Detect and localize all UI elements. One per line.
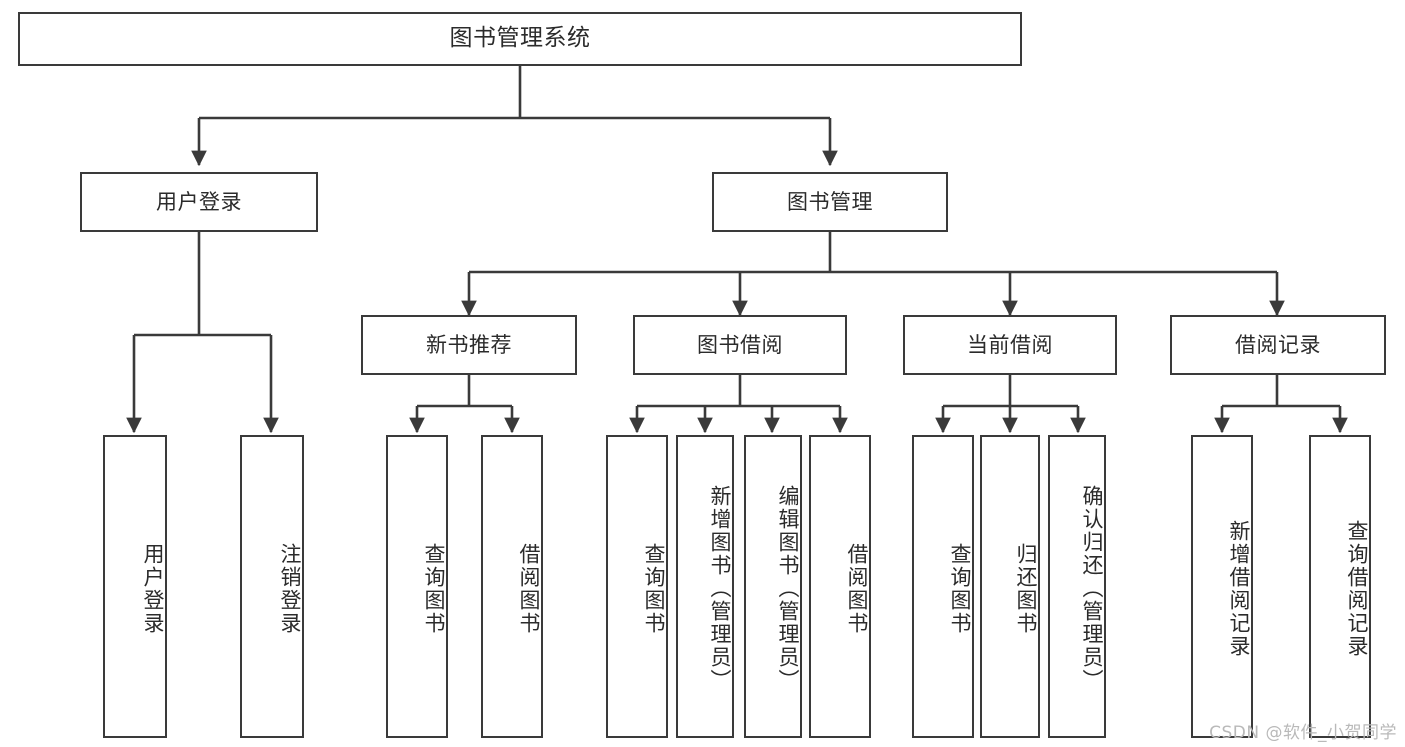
node-borrow-record[interactable]: 借阅记录 <box>1170 315 1386 375</box>
leaf-user-login-logout[interactable]: 注销登录 <box>240 435 304 738</box>
leaf-new-book-query[interactable]: 查询图书 <box>386 435 448 738</box>
leaf-book-borrow-edit-admin[interactable]: 编辑图书（管理员） <box>744 435 802 738</box>
leaf-current-borrow-return[interactable]: 归还图书 <box>980 435 1040 738</box>
leaf-book-borrow-query[interactable]: 查询图书 <box>606 435 668 738</box>
leaf-user-login-login[interactable]: 用户登录 <box>103 435 167 738</box>
leaf-new-book-borrow[interactable]: 借阅图书 <box>481 435 543 738</box>
leaf-current-borrow-query[interactable]: 查询图书 <box>912 435 974 738</box>
leaf-borrow-record-query[interactable]: 查询借阅记录 <box>1309 435 1371 738</box>
leaf-book-borrow-borrow[interactable]: 借阅图书 <box>809 435 871 738</box>
leaf-current-borrow-confirm-admin[interactable]: 确认归还（管理员） <box>1048 435 1106 738</box>
leaf-book-borrow-add-admin[interactable]: 新增图书（管理员） <box>676 435 734 738</box>
node-user-login[interactable]: 用户登录 <box>80 172 318 232</box>
node-book-borrow[interactable]: 图书借阅 <box>633 315 847 375</box>
node-new-book-recommend[interactable]: 新书推荐 <box>361 315 577 375</box>
node-book-management[interactable]: 图书管理 <box>712 172 948 232</box>
node-current-borrow[interactable]: 当前借阅 <box>903 315 1117 375</box>
leaf-borrow-record-add[interactable]: 新增借阅记录 <box>1191 435 1253 738</box>
node-root-system[interactable]: 图书管理系统 <box>18 12 1022 66</box>
